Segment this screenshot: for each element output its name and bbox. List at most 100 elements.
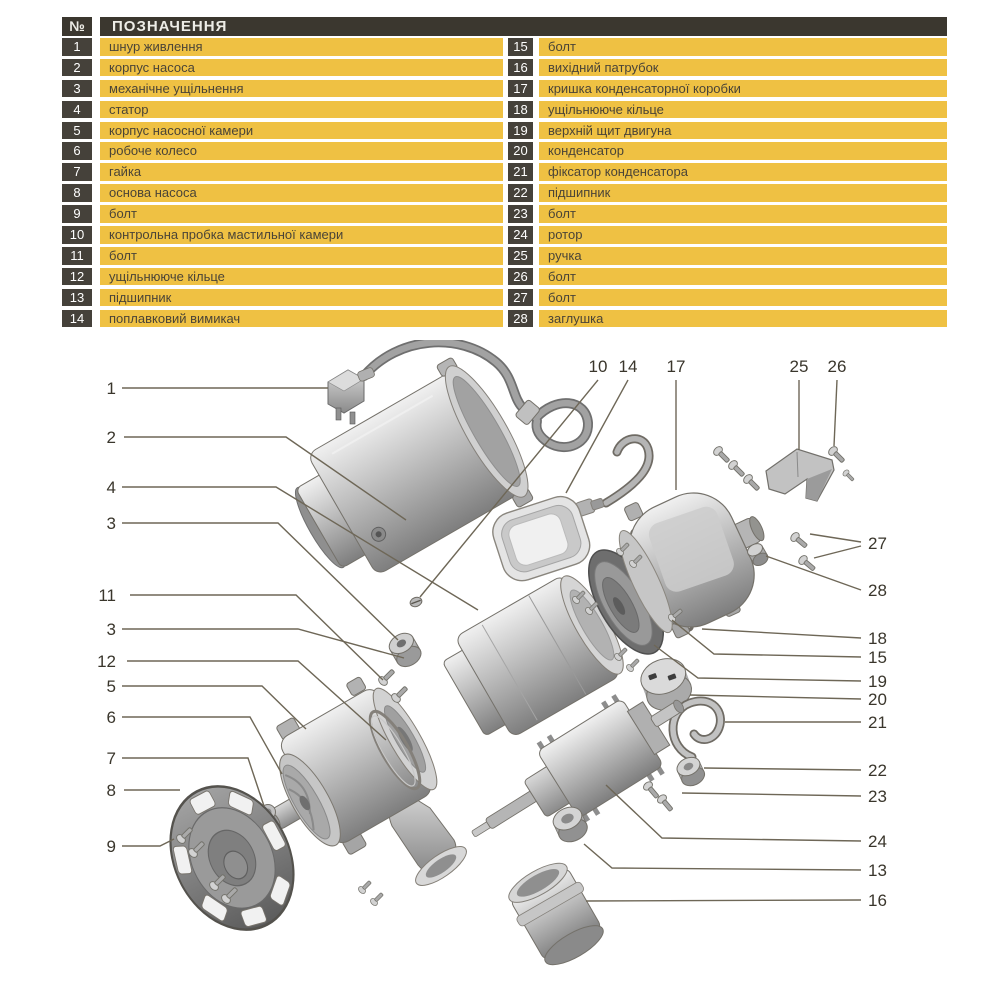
part-label: поплавковий вимикач — [100, 309, 503, 328]
callout-7: 7 — [107, 749, 116, 768]
part-label: болт — [539, 38, 947, 56]
part-label: корпус насоса — [100, 58, 503, 77]
part-rotor — [471, 694, 685, 837]
legend-header: № ПОЗНАЧЕННЯ — [62, 17, 947, 36]
part-label: основа насоса — [100, 184, 503, 202]
part-label: болт — [539, 205, 947, 223]
part-bearing-22 — [676, 756, 706, 787]
callout-18: 18 — [868, 629, 887, 648]
part-number: 14 — [62, 309, 92, 328]
callout-3a: 3 — [107, 514, 116, 533]
part-number: 2 — [62, 58, 92, 77]
callout-10: 10 — [589, 357, 608, 376]
part-number: 22 — [508, 184, 533, 202]
callout-21: 21 — [868, 713, 887, 732]
part-outlet-pipe — [508, 862, 604, 966]
part-label: кришка конденсаторної коробки — [539, 79, 947, 98]
callout-1: 1 — [107, 379, 116, 398]
part-number: 16 — [508, 58, 533, 77]
part-bearing-13 — [552, 806, 588, 843]
callout-17: 17 — [667, 357, 686, 376]
callout-5: 5 — [107, 677, 116, 696]
part-number: 7 — [62, 163, 92, 181]
callout-15: 15 — [868, 648, 887, 667]
callout-23: 23 — [868, 787, 887, 806]
part-label: ротор — [539, 226, 947, 244]
callout-14: 14 — [619, 357, 638, 376]
part-label: фіксатор конденсатора — [539, 163, 947, 181]
legend-row: 2 корпус насоса 16 вихідний патрубок — [62, 58, 947, 77]
callout-20: 20 — [868, 690, 887, 709]
part-number: 11 — [62, 246, 92, 265]
part-label: заглушка — [539, 309, 947, 328]
part-number: 3 — [62, 79, 92, 98]
callout-6: 6 — [107, 708, 116, 727]
part-oil-plug — [409, 596, 423, 608]
part-label: робоче колесо — [100, 142, 503, 161]
power-cord — [359, 340, 593, 452]
part-number: 6 — [62, 142, 92, 161]
part-label: контрольна пробка мастильної камери — [100, 226, 503, 244]
callout-numbers: 1 2 4 3 11 3 12 5 6 7 8 9 10 14 17 25 26… — [97, 357, 887, 910]
part-number: 25 — [508, 246, 533, 265]
part-label: гайка — [100, 163, 503, 181]
part-label: механічне ущільнення — [100, 79, 503, 98]
callout-19: 19 — [868, 672, 887, 691]
part-label: підшипник — [539, 184, 947, 202]
part-label: статор — [100, 100, 503, 119]
part-number: 26 — [508, 267, 533, 286]
legend-row: 6 робоче колесо 20 конденсатор — [62, 142, 947, 161]
part-number: 13 — [62, 288, 92, 307]
callout-8: 8 — [107, 781, 116, 800]
callout-25: 25 — [790, 357, 809, 376]
callout-13: 13 — [868, 861, 887, 880]
callout-27: 27 — [868, 534, 887, 553]
callout-22: 22 — [868, 761, 887, 780]
callout-16: 16 — [868, 891, 887, 910]
part-number: 21 — [508, 163, 533, 181]
callout-2: 2 — [107, 428, 116, 447]
part-number: 5 — [62, 121, 92, 140]
callout-28: 28 — [868, 581, 887, 600]
part-number: 10 — [62, 226, 92, 244]
part-number: 23 — [508, 205, 533, 223]
part-number: 18 — [508, 100, 533, 119]
callout-24: 24 — [868, 832, 887, 851]
plug — [327, 367, 375, 425]
part-motor-shield — [587, 549, 665, 655]
part-number: 19 — [508, 121, 533, 140]
callout-4: 4 — [107, 478, 116, 497]
callout-9: 9 — [107, 837, 116, 856]
callout-12: 12 — [97, 652, 116, 671]
part-number: 27 — [508, 288, 533, 307]
part-label: болт — [100, 205, 503, 223]
part-number: 17 — [508, 79, 533, 98]
part-handle — [765, 448, 835, 502]
part-label: корпус насосної камери — [100, 121, 503, 140]
part-label: ущільнююче кільце — [100, 267, 503, 286]
part-sealing-ring-12 — [368, 709, 422, 791]
callout-3b: 3 — [107, 620, 116, 639]
part-number: 20 — [508, 142, 533, 161]
part-number: 4 — [62, 100, 92, 119]
legend-row: 7 гайка 21 фіксатор конденсатора — [62, 163, 947, 181]
part-label: конденсатор — [539, 142, 947, 161]
part-capacitor-fixator — [668, 696, 725, 762]
part-motor-cover — [618, 492, 765, 639]
legend-row: 5 корпус насосної камери 19 верхній щит дви… — [62, 121, 947, 140]
part-mechanical-seal — [388, 632, 422, 668]
part-number: 12 — [62, 267, 92, 286]
part-label: верхній щит двигуна — [539, 121, 947, 140]
part-label: болт — [539, 288, 947, 307]
part-label: вихідний патрубок — [539, 58, 947, 77]
part-label: ручка — [539, 246, 947, 265]
part-float-switch — [492, 434, 654, 582]
